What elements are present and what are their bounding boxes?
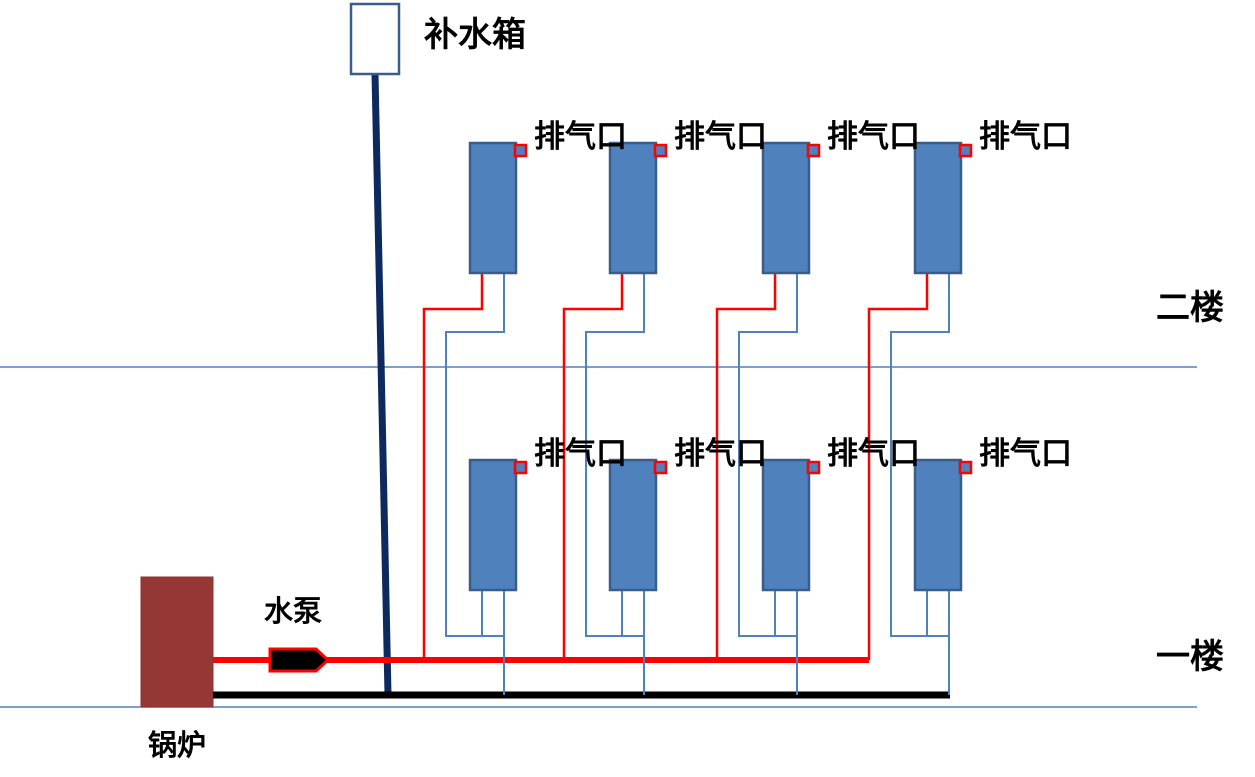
radiator-upper [608,141,658,275]
radiator-lower [608,458,658,592]
boiler [140,576,214,708]
vent-valve [958,460,973,475]
floor2-label: 二楼 [1156,288,1224,328]
boiler-label: 锅炉 [148,728,207,762]
vent-valve [806,460,821,475]
radiator-lower [913,458,963,592]
vent-valve [653,143,668,158]
radiator-upper [468,141,518,275]
radiators [468,141,973,592]
supply-branch-upper [715,273,777,660]
radiator-lower [468,458,518,592]
radiator-upper [761,141,811,275]
vent-label: 排气口 [979,436,1072,472]
vent-label: 排气口 [827,436,920,472]
vent-valve [513,143,528,158]
vent-label: 排气口 [979,119,1072,155]
radiator-upper [913,141,963,275]
expansion-tank [349,2,401,76]
vent-label: 排气口 [827,119,920,155]
vent-label: 排气口 [534,436,627,472]
vent-valve [513,460,528,475]
supply-branch-upper [867,273,929,660]
vent-label: 排气口 [674,119,767,155]
supply-branch-upper [562,273,624,660]
vent-label: 排气口 [674,436,767,472]
supply-branch-upper [422,273,484,660]
vent-valve [806,143,821,158]
vent-valve [958,143,973,158]
pump-label: 水泵 [264,594,323,628]
tank-label: 补水箱 [424,15,526,55]
floor1-label: 一楼 [1156,637,1224,677]
pipe-branches [422,273,950,695]
vent-valve [653,460,668,475]
vent-label: 排气口 [534,119,627,155]
tank-pipe [371,73,392,696]
radiator-lower [761,458,811,592]
water-pump [268,647,331,673]
